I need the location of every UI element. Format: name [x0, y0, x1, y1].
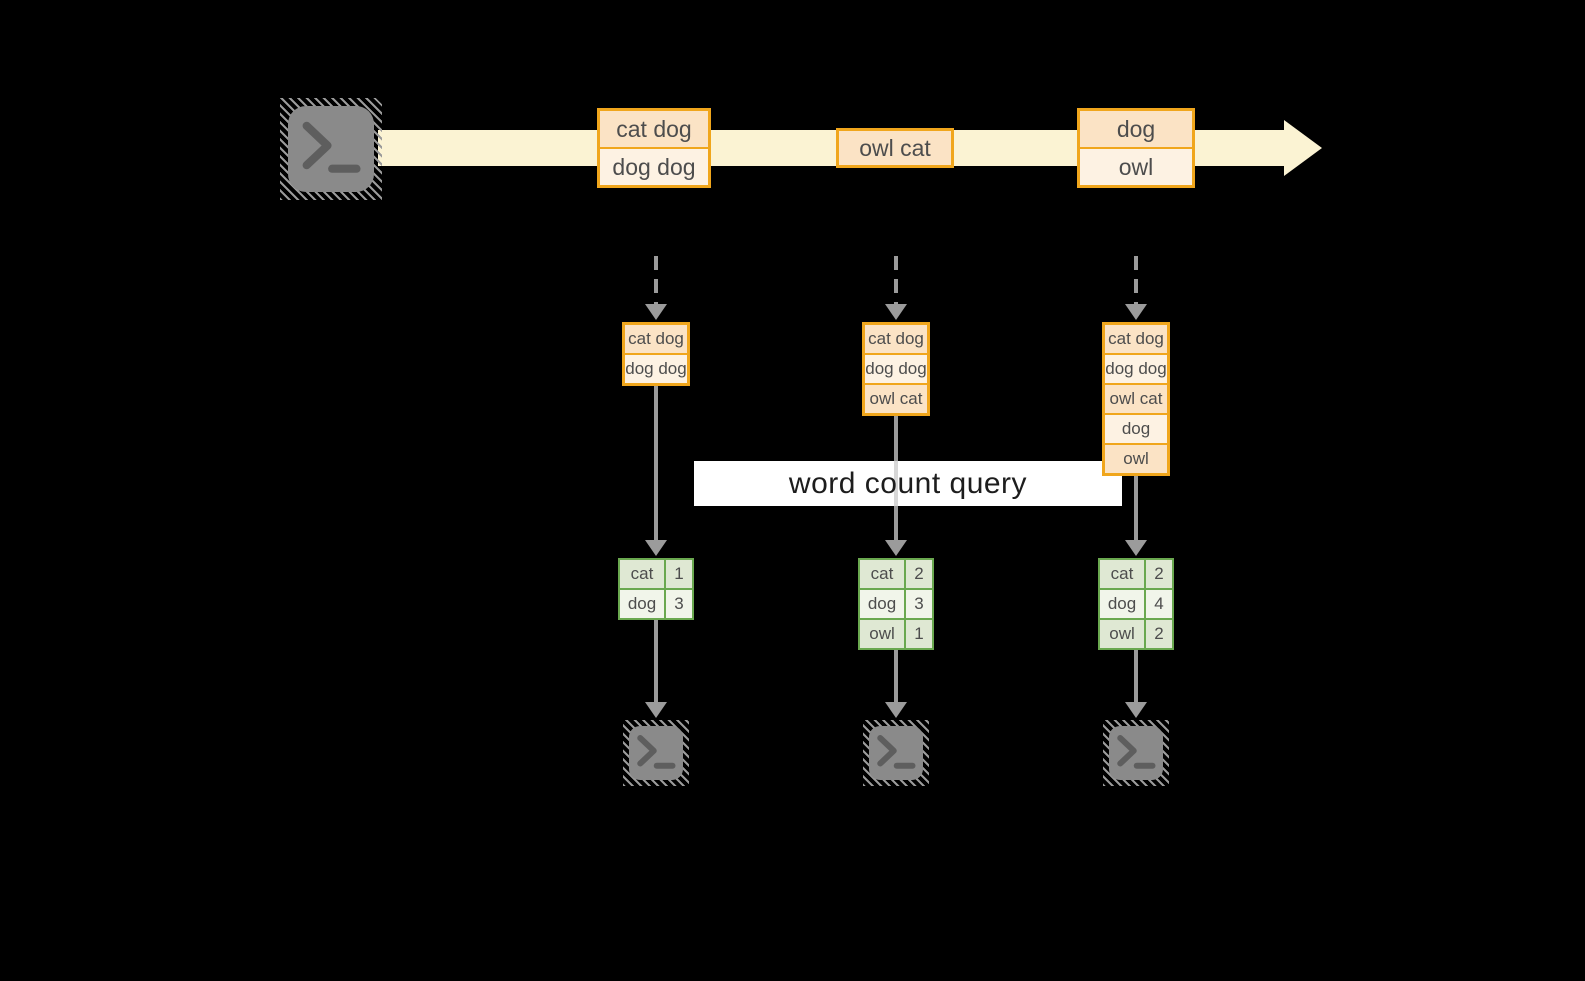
- arrow-head-icon: [1125, 702, 1147, 718]
- stream-event-line: owl cat: [839, 131, 951, 165]
- output-terminal-icon-3: [1103, 720, 1169, 786]
- source-terminal-icon: [280, 98, 382, 200]
- arrow-head-icon: [885, 702, 907, 718]
- query-band-overlay: [694, 461, 1122, 506]
- batch-line: dog dog: [1105, 355, 1167, 383]
- batch-input-table-1: cat dog dog dog: [622, 322, 690, 386]
- stream-event-box-3: dog owl: [1077, 108, 1195, 188]
- batch-line: owl cat: [865, 385, 927, 413]
- count-cell: 4: [1146, 590, 1172, 618]
- count-cell: 2: [1146, 560, 1172, 588]
- count-cell: 2: [906, 560, 932, 588]
- batch-line: cat dog: [625, 325, 687, 353]
- word-count-table-3: cat 2 dog 4 owl 2: [1098, 558, 1174, 650]
- arrow-head-icon: [885, 540, 907, 556]
- batch-line: dog dog: [625, 355, 687, 383]
- batch-input-table-3: cat dog dog dog owl cat dog owl: [1102, 322, 1170, 476]
- word-cell: dog: [860, 590, 904, 618]
- output-terminal-icon-2: [863, 720, 929, 786]
- batch-line: owl cat: [1105, 385, 1167, 413]
- batch-dashed-arrow: [894, 256, 898, 304]
- terminal-screen: [288, 106, 374, 192]
- word-cell: cat: [860, 560, 904, 588]
- word-cell: dog: [620, 590, 664, 618]
- word-cell: cat: [1100, 560, 1144, 588]
- stream-event-line: dog dog: [600, 149, 708, 185]
- batch-input-table-2: cat dog dog dog owl cat: [862, 322, 930, 416]
- batch-line: cat dog: [865, 325, 927, 353]
- batch-line: owl: [1105, 445, 1167, 473]
- word-count-table-1: cat 1 dog 3: [618, 558, 694, 620]
- stream-event-box-2: owl cat: [836, 128, 954, 168]
- terminal-screen: [1109, 726, 1163, 780]
- result-arrow: [1134, 650, 1138, 702]
- output-terminal-icon-1: [623, 720, 689, 786]
- result-arrow: [654, 620, 658, 702]
- count-cell: 1: [906, 620, 932, 648]
- stream-event-line: cat dog: [600, 111, 708, 147]
- word-cell: owl: [1100, 620, 1144, 648]
- batch-line: dog dog: [865, 355, 927, 383]
- word-count-table-2: cat 2 dog 3 owl 1: [858, 558, 934, 650]
- terminal-prompt-icon: [302, 121, 361, 173]
- batch-line: cat dog: [1105, 325, 1167, 353]
- query-arrow: [1134, 476, 1138, 540]
- batch-dashed-arrow: [654, 256, 658, 304]
- word-cell: owl: [860, 620, 904, 648]
- arrow-head-icon: [885, 304, 907, 320]
- terminal-screen: [629, 726, 683, 780]
- arrow-head-icon: [1125, 540, 1147, 556]
- stream-event-line: dog: [1080, 111, 1192, 147]
- terminal-prompt-icon: [877, 735, 916, 769]
- terminal-prompt-icon: [637, 735, 676, 769]
- stream-event-line: owl: [1080, 149, 1192, 185]
- count-cell: 1: [666, 560, 692, 588]
- count-cell: 3: [906, 590, 932, 618]
- count-cell: 2: [1146, 620, 1172, 648]
- batch-dashed-arrow: [1134, 256, 1138, 304]
- arrow-head-icon: [1125, 304, 1147, 320]
- query-arrow: [654, 386, 658, 540]
- query-label: word count query: [788, 466, 1028, 500]
- stream-event-box-1: cat dog dog dog: [597, 108, 711, 188]
- word-cell: cat: [620, 560, 664, 588]
- word-cell: dog: [1100, 590, 1144, 618]
- terminal-prompt-icon: [1117, 735, 1156, 769]
- result-arrow: [894, 650, 898, 702]
- count-cell: 3: [666, 590, 692, 618]
- arrow-head-icon: [645, 304, 667, 320]
- stream-arrow-head-icon: [1284, 120, 1322, 176]
- batch-line: dog: [1105, 415, 1167, 443]
- arrow-head-icon: [645, 540, 667, 556]
- terminal-screen: [869, 726, 923, 780]
- arrow-head-icon: [645, 702, 667, 718]
